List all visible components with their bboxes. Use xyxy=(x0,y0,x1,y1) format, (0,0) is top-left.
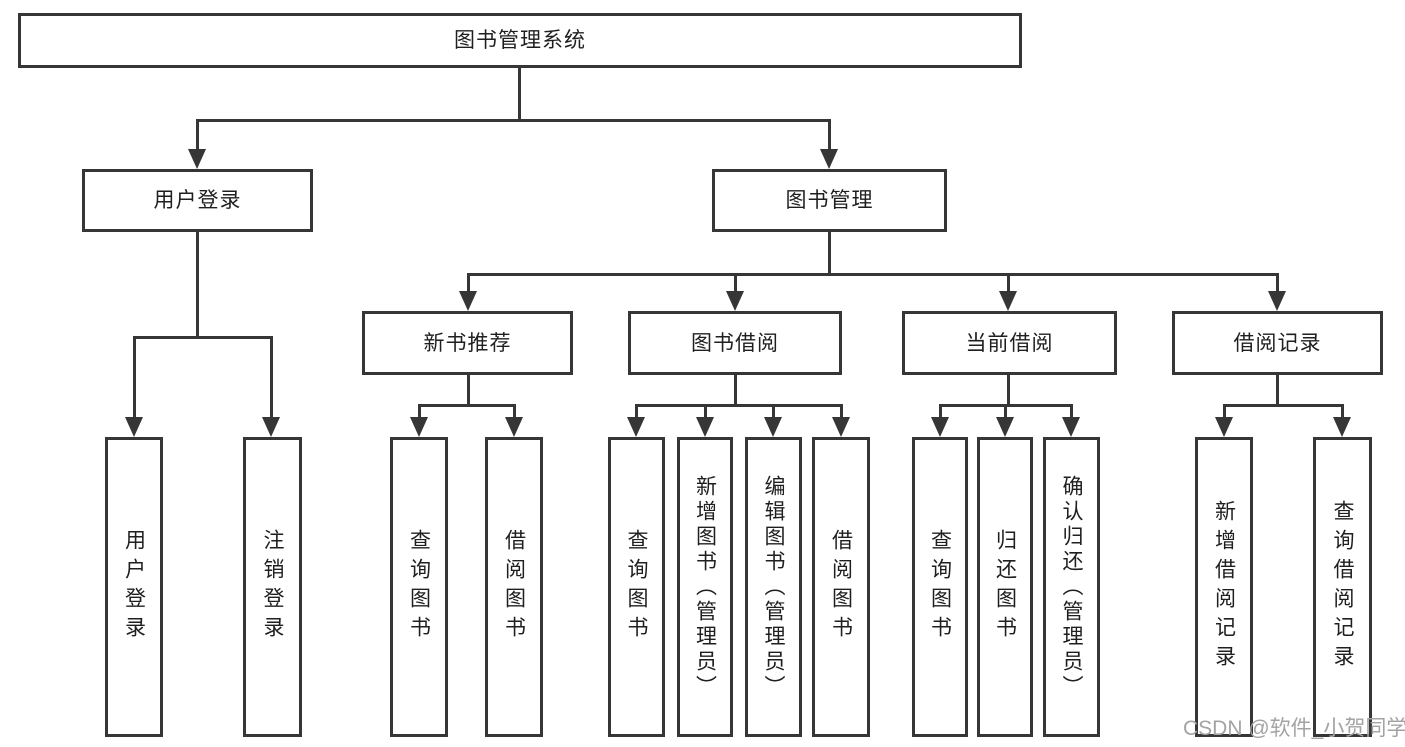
arrowhead-to-leaf-confirm-return xyxy=(1062,417,1080,437)
connector-book-mgmt-drop-4 xyxy=(1276,273,1279,295)
node-leaf-query-record-label: 查询借阅记录 xyxy=(1331,500,1354,674)
connector-book-borrow-drop-4 xyxy=(840,404,843,419)
node-leaf-query-book-1: 查询图书 xyxy=(390,437,448,737)
connector-new-book-rec-drop-1 xyxy=(418,404,421,419)
node-root: 图书管理系统 xyxy=(18,13,1022,68)
arrowhead-to-user-login xyxy=(188,149,206,169)
connector-root-drop-left xyxy=(196,119,199,152)
node-leaf-logout: 注销登录 xyxy=(243,437,302,737)
connector-root-drop-right xyxy=(828,119,831,152)
arrowhead-to-leaf-add-record xyxy=(1215,417,1233,437)
connector-current-borrow-drop-2 xyxy=(1004,404,1007,419)
connector-new-book-rec-drop-2 xyxy=(513,404,516,419)
arrowhead-to-leaf-edit-book xyxy=(764,417,782,437)
node-leaf-user-login: 用户登录 xyxy=(105,437,163,737)
arrowhead-to-borrow-records xyxy=(1268,291,1286,311)
node-current-borrow-label: 当前借阅 xyxy=(965,331,1054,355)
arrowhead-to-leaf-return-book xyxy=(996,417,1014,437)
node-leaf-borrow-book-2-label: 借阅图书 xyxy=(829,529,853,645)
node-book-borrow: 图书借阅 xyxy=(628,311,842,375)
connector-current-borrow-stem xyxy=(1007,374,1010,407)
node-leaf-edit-book-label: 编辑图书（管理员） xyxy=(762,474,785,700)
node-book-mgmt-label: 图书管理 xyxy=(785,189,874,212)
connector-root-stem xyxy=(518,67,521,122)
connector-borrow-records-drop-2 xyxy=(1341,404,1344,419)
arrowhead-to-leaf-borrow-book-2 xyxy=(832,417,850,437)
arrowhead-to-leaf-query-book-1 xyxy=(410,417,428,437)
connector-book-borrow-drop-2 xyxy=(704,404,707,419)
node-leaf-query-record: 查询借阅记录 xyxy=(1313,437,1372,737)
arrowhead-to-leaf-query-book-2 xyxy=(627,417,645,437)
connector-book-mgmt-drop-1 xyxy=(467,273,470,295)
connector-new-book-rec-stem xyxy=(467,374,470,407)
arrowhead-to-book-mgmt xyxy=(820,149,838,169)
node-current-borrow: 当前借阅 xyxy=(902,311,1117,375)
node-new-book-rec-label: 新书推荐 xyxy=(423,331,512,355)
node-book-borrow-label: 图书借阅 xyxy=(691,331,779,355)
arrowhead-to-new-book-rec xyxy=(459,291,477,311)
connector-current-borrow-drop-1 xyxy=(939,404,942,419)
arrowhead-to-leaf-query-book-3 xyxy=(931,417,949,437)
node-leaf-confirm-return: 确认归还（管理员） xyxy=(1043,437,1100,737)
connector-root-hline xyxy=(196,119,831,122)
node-leaf-logout-label: 注销登录 xyxy=(261,529,284,645)
connector-book-mgmt-hline xyxy=(467,273,1279,276)
node-leaf-query-book-3: 查询图书 xyxy=(912,437,968,737)
connector-user-login-hline xyxy=(133,336,273,339)
connector-book-mgmt-drop-2 xyxy=(734,273,737,295)
connector-book-borrow-drop-3 xyxy=(772,404,775,419)
node-leaf-add-record: 新增借阅记录 xyxy=(1195,437,1253,737)
node-leaf-add-record-label: 新增借阅记录 xyxy=(1212,500,1236,674)
node-user-login: 用户登录 xyxy=(82,169,313,232)
arrowhead-to-leaf-logout xyxy=(262,417,280,437)
node-leaf-confirm-return-label: 确认归还（管理员） xyxy=(1060,474,1083,700)
node-leaf-borrow-book-1-label: 借阅图书 xyxy=(502,529,526,645)
connector-book-borrow-stem xyxy=(734,374,737,407)
arrowhead-to-leaf-user-login xyxy=(125,417,143,437)
node-leaf-return-book: 归还图书 xyxy=(977,437,1033,737)
node-leaf-user-login-label: 用户登录 xyxy=(122,529,146,645)
node-new-book-rec: 新书推荐 xyxy=(362,311,573,375)
connector-book-mgmt-drop-3 xyxy=(1007,273,1010,295)
connector-new-book-rec-hline xyxy=(418,404,516,407)
arrowhead-to-book-borrow xyxy=(726,291,744,311)
connector-borrow-records-drop-1 xyxy=(1223,404,1226,419)
node-leaf-edit-book: 编辑图书（管理员） xyxy=(745,437,802,737)
node-book-mgmt: 图书管理 xyxy=(712,169,947,232)
connector-current-borrow-drop-3 xyxy=(1070,404,1073,419)
connector-user-login-stem xyxy=(196,231,199,339)
node-leaf-borrow-book-2: 借阅图书 xyxy=(812,437,870,737)
node-borrow-records-label: 借阅记录 xyxy=(1233,331,1322,355)
arrowhead-to-leaf-borrow-book-1 xyxy=(505,417,523,437)
connector-book-borrow-hline xyxy=(635,404,843,407)
node-root-label: 图书管理系统 xyxy=(454,29,586,52)
node-leaf-query-book-3-label: 查询图书 xyxy=(928,529,952,645)
csdn-watermark: CSDN @软件_小贺同学 xyxy=(1183,717,1405,740)
connector-borrow-records-hline xyxy=(1223,404,1344,407)
node-leaf-query-book-2-label: 查询图书 xyxy=(625,529,648,645)
connector-user-login-drop-1 xyxy=(133,336,136,420)
connector-user-login-drop-2 xyxy=(270,336,273,420)
node-user-login-label: 用户登录 xyxy=(153,189,242,212)
arrowhead-to-leaf-add-book xyxy=(696,417,714,437)
node-leaf-add-book: 新增图书（管理员） xyxy=(677,437,733,737)
node-leaf-borrow-book-1: 借阅图书 xyxy=(485,437,543,737)
node-leaf-add-book-label: 新增图书（管理员） xyxy=(693,474,717,700)
arrowhead-to-current-borrow xyxy=(999,291,1017,311)
node-leaf-return-book-label: 归还图书 xyxy=(993,529,1017,645)
arrowhead-to-leaf-query-record xyxy=(1333,417,1351,437)
node-leaf-query-book-2: 查询图书 xyxy=(608,437,665,737)
connector-book-mgmt-stem xyxy=(828,231,831,276)
node-leaf-query-book-1-label: 查询图书 xyxy=(407,529,431,645)
connector-book-borrow-drop-1 xyxy=(635,404,638,419)
node-borrow-records: 借阅记录 xyxy=(1172,311,1383,375)
connector-borrow-records-stem xyxy=(1276,374,1279,407)
